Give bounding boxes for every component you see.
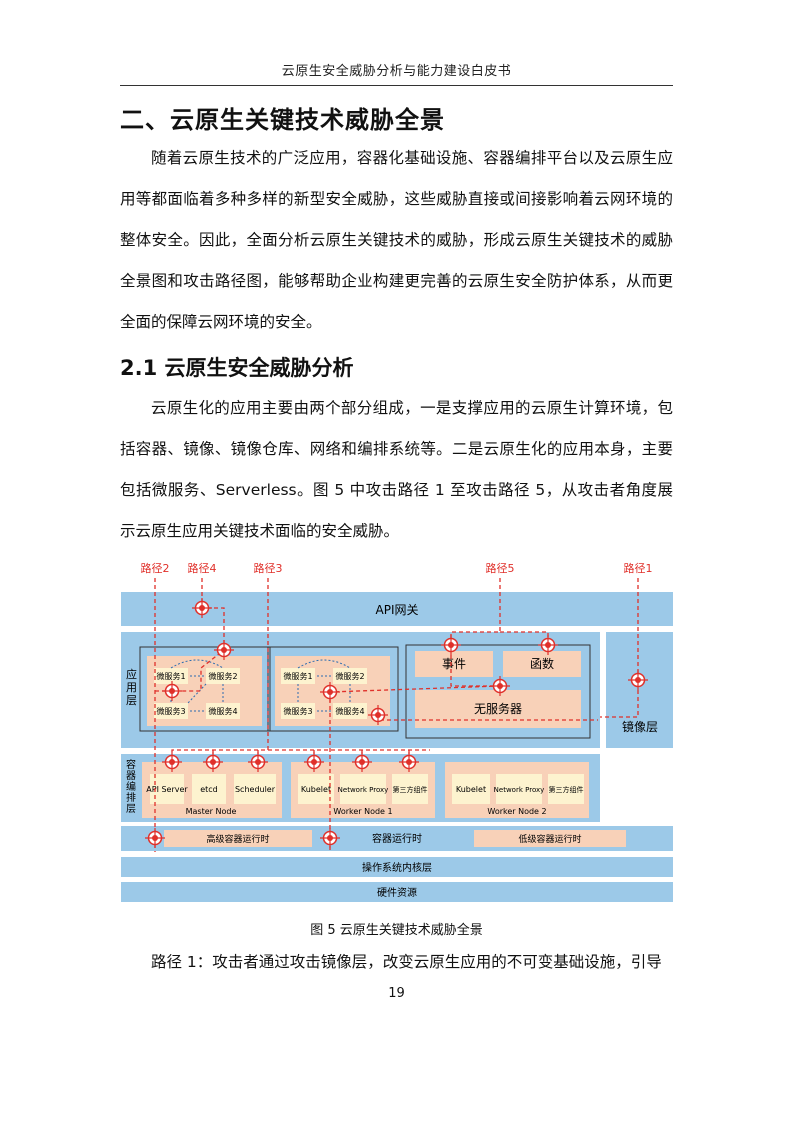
svg-text:微服务3: 微服务3 — [156, 706, 185, 716]
svg-text:Network Proxy: Network Proxy — [494, 786, 545, 794]
microservice-1-a — [154, 668, 188, 684]
api-server-box — [150, 774, 184, 804]
os-kernel-layer — [121, 857, 673, 877]
api-gateway-layer — [121, 592, 673, 626]
svg-text:Scheduler: Scheduler — [235, 785, 276, 794]
svg-text:etcd: etcd — [200, 785, 218, 794]
image-layer — [606, 632, 673, 748]
serverless-label: 无服务器 — [474, 701, 522, 716]
svg-text:Worker Node 2: Worker Node 2 — [487, 807, 546, 816]
svg-text:微服务1: 微服务1 — [283, 671, 312, 681]
svg-text:低级容器运行时: 低级容器运行时 — [518, 833, 581, 845]
orchestration-layer-label: 容器编排层 — [126, 758, 136, 815]
microservice-2-a — [206, 668, 240, 684]
container-runtime-label: 容器运行时 — [372, 832, 422, 845]
hardware-layer — [121, 882, 673, 902]
svg-text:API Server: API Server — [146, 785, 188, 794]
third-party-box-1 — [392, 774, 428, 804]
svg-text:第三方组件: 第三方组件 — [549, 785, 584, 794]
function-label: 函数 — [530, 656, 554, 671]
svg-text:高级容器运行时: 高级容器运行时 — [206, 833, 269, 845]
svg-text:微服务4: 微服务4 — [335, 706, 364, 716]
svg-text:微服务3: 微服务3 — [283, 706, 312, 716]
svg-text:Kubelet: Kubelet — [456, 785, 486, 794]
microservice-2-b — [333, 668, 367, 684]
svg-text:Worker Node 1: Worker Node 1 — [333, 807, 392, 816]
microservice-3-a — [154, 703, 188, 719]
path-4-label: 路径4 — [188, 562, 217, 575]
svg-text:Network Proxy: Network Proxy — [338, 786, 389, 794]
network-proxy-box-1 — [340, 774, 386, 804]
page-number: 19 — [388, 986, 405, 1001]
image-layer-label: 镜像层 — [622, 719, 658, 734]
hardware-label: 硬件资源 — [377, 886, 417, 899]
intro-paragraph: 随着云原生技术的广泛应用，容器化基础设施、容器编排平台以及云原生应用等都面临着多… — [120, 149, 673, 331]
path-2-label: 路径2 — [141, 562, 170, 575]
scheduler-box — [234, 774, 276, 804]
svg-text:微服务2: 微服务2 — [208, 671, 237, 681]
running-header: 云原生安全威胁分析与能力建设白皮书 — [281, 64, 512, 79]
svg-text:Master Node: Master Node — [186, 807, 237, 816]
serverless-box — [415, 690, 581, 728]
microservice-1-b — [281, 668, 315, 684]
svg-text:微服务4: 微服务4 — [208, 706, 237, 716]
third-party-box-2 — [548, 774, 584, 804]
svg-text:微服务1: 微服务1 — [156, 671, 185, 681]
event-box — [415, 651, 493, 677]
microservice-cluster-b — [267, 646, 399, 732]
header-rule — [120, 85, 673, 86]
os-kernel-label: 操作系统内核层 — [362, 861, 432, 874]
event-label: 事件 — [442, 657, 466, 671]
kubelet-box-2 — [452, 774, 490, 804]
high-level-runtime — [164, 830, 312, 847]
body-paragraph: 云原生化的应用主要由两个部分组成，一是支撑应用的云原生计算环境，包括容器、镜像、… — [120, 399, 673, 540]
app-layer-label: 应用层 — [126, 667, 137, 707]
path-5-label: 路径5 — [486, 562, 515, 575]
network-proxy-box-2 — [496, 774, 542, 804]
path-3-label: 路径3 — [254, 562, 283, 575]
subsection-title: 2.1 云原生安全威胁分析 — [120, 356, 354, 380]
section-title: 二、云原生关键技术威胁全景 — [120, 106, 445, 134]
microservice-4-b — [333, 703, 367, 719]
microservice-3-b — [281, 703, 315, 719]
api-gateway-label: API网关 — [376, 603, 419, 617]
function-box — [503, 651, 581, 677]
kubelet-box-1 — [298, 774, 334, 804]
svg-text:微服务2: 微服务2 — [335, 671, 364, 681]
microservice-4-a — [206, 703, 240, 719]
microservice-cluster-a — [139, 646, 271, 732]
low-level-runtime — [474, 830, 626, 847]
etcd-box — [192, 774, 226, 804]
svg-text:Kubelet: Kubelet — [301, 785, 331, 794]
svg-text:第三方组件: 第三方组件 — [393, 785, 428, 794]
continuation-paragraph: 路径 1：攻击者通过攻击镜像层，改变云原生应用的不可变基础设施，引导 — [151, 953, 662, 971]
serverless-cluster — [405, 644, 591, 739]
figure-caption: 图 5 云原生关键技术威胁全景 — [310, 923, 483, 938]
path-1-label: 路径1 — [624, 562, 653, 575]
